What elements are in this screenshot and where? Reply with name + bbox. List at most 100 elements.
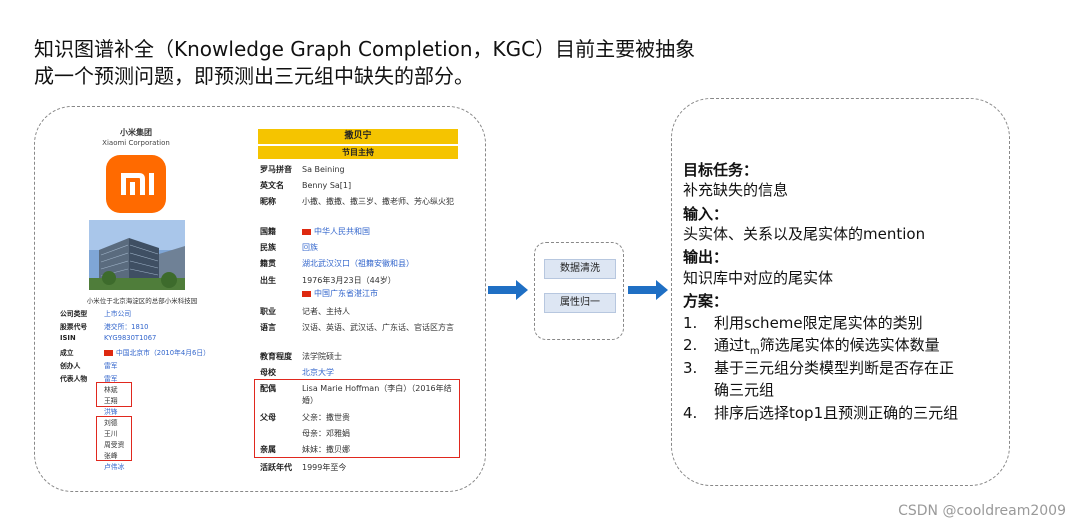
row-value: Benny Sa[1] <box>302 181 352 190</box>
person-name[interactable]: 周受资 <box>104 441 125 449</box>
row-label: 股票代号 <box>60 323 88 331</box>
xiaomi-subtitle: Xiaomi Corporation <box>102 139 170 147</box>
target-text: 补充缺失的信息 <box>683 181 789 199</box>
row-label: 民族 <box>260 243 276 252</box>
person-item: 周受资 <box>60 439 230 450</box>
plan-item-number: 4. <box>683 404 698 422</box>
right-arrow-icon <box>488 280 528 300</box>
row-value: 中国北京市（2010年4月6日） <box>104 347 210 357</box>
row-label: 公司类型 <box>60 310 88 318</box>
row-value[interactable]: 雷军 <box>104 362 118 370</box>
heading-line-2: 成一个预测问题，即预测出三元组中缺失的部分。 <box>34 64 474 88</box>
watermark: CSDN @cooldream2009 <box>898 503 1066 519</box>
row-label: 创办人 <box>60 362 81 370</box>
attribute-normalization-button[interactable]: 属性归一 <box>544 293 616 313</box>
sabeining-infobox: 撒贝宁 节目主持 罗马拼音 Sa Beining 英文名 Benny Sa[1]… <box>254 129 460 474</box>
row-value[interactable]: KYG9830T1067 <box>104 334 157 342</box>
output-text: 知识库中对应的尾实体 <box>683 269 834 287</box>
birthplace-link[interactable]: 中国广东省湛江市 <box>314 289 378 298</box>
xiaomi-row-isin: ISIN KYG9830T1067 <box>60 334 230 345</box>
person-name[interactable]: 卢伟冰 <box>104 463 125 471</box>
xiaomi-logo <box>106 155 166 213</box>
china-flag-icon <box>302 228 311 235</box>
xiaomi-row-type: 公司类型 上市公司 <box>60 308 230 319</box>
person-name[interactable]: 王川 <box>104 430 118 438</box>
task-panel <box>671 98 1010 486</box>
plan-item-text: 排序后选择top1且预测正确的三元组 <box>714 404 959 422</box>
data-cleaning-button[interactable]: 数据清洗 <box>544 259 616 279</box>
row-label: 亲属 <box>260 445 276 454</box>
row-label: 语言 <box>260 323 276 332</box>
row-label: 罗马拼音 <box>260 165 292 174</box>
person-name[interactable]: 张峰 <box>104 452 118 460</box>
xiaomi-row-people: 代表人物 雷军 <box>60 373 230 384</box>
person-name[interactable]: 林斌 <box>104 386 118 394</box>
person-name[interactable]: 王翔 <box>104 397 118 405</box>
person-item: 王川 <box>60 428 230 439</box>
right-arrow-icon <box>628 280 668 300</box>
row-value: 小撒、撒撒、撒三岁、撒老师、芳心纵火犯 <box>302 197 454 206</box>
founded-text[interactable]: 中国北京市（2010年4月6日） <box>116 349 210 357</box>
plan-item-post: 筛选尾实体的候选实体数量 <box>759 336 940 354</box>
plan-item-number: 3. <box>683 359 698 377</box>
sabeining-role: 节目主持 <box>258 146 458 159</box>
heading-line-1: 知识图谱补全（Knowledge Graph Completion，KGC）目前… <box>34 37 696 61</box>
china-flag-icon <box>302 290 311 297</box>
row-value: Sa Beining <box>302 165 345 174</box>
row-value[interactable]: 港交所：1810 <box>104 323 149 331</box>
target-title: 目标任务： <box>683 161 759 179</box>
row-value[interactable]: 北京大学 <box>302 368 334 377</box>
input-title: 输入： <box>683 205 729 223</box>
xiaomi-row-founder: 创办人 雷军 <box>60 360 230 371</box>
row-value[interactable]: 雷军 <box>104 375 118 383</box>
highlight-box <box>96 382 132 407</box>
headquarters-photo <box>89 220 185 290</box>
example-panel <box>34 106 486 492</box>
row-label: 籍贯 <box>260 259 276 268</box>
row-value[interactable]: 湖北武汉汉口（祖籍安徽和县） <box>302 259 414 268</box>
output-title: 输出： <box>683 248 729 266</box>
row-label: 英文名 <box>260 181 284 190</box>
xiaomi-title: 小米集团 <box>120 128 152 137</box>
person-item: 张峰 <box>60 450 230 461</box>
plan-item-text: 通过tm筛选尾实体的候选实体数量 <box>714 335 940 362</box>
row-label: 教育程度 <box>260 352 292 361</box>
person-item: 王翔 <box>60 395 230 406</box>
plan-item-text-cont: 确三元组 <box>714 381 775 399</box>
row-value[interactable]: 回族 <box>302 243 318 252</box>
person-name[interactable]: 刘德 <box>104 419 118 427</box>
row-label: 出生 <box>260 276 276 285</box>
birthplace-value: 中国广东省湛江市 <box>302 288 458 300</box>
plan-item-subscript: m <box>749 346 760 357</box>
person-item: 刘德 <box>60 417 230 428</box>
row-value: 1999年至今 <box>302 463 347 472</box>
row-label: 昵称 <box>260 197 276 206</box>
row-value: 妹妹：撒贝娜 <box>302 445 350 454</box>
row-label: 父母 <box>260 413 276 422</box>
row-value: 中华人民共和国 <box>302 226 458 238</box>
person-item: 林斌 <box>60 384 230 395</box>
person-item: 洪锋 <box>60 406 230 417</box>
row-label: 成立 <box>60 349 74 357</box>
highlight-box <box>254 379 460 458</box>
input-text: 头实体、关系以及尾实体的mention <box>683 225 926 243</box>
row-value: 法学院硕士 <box>302 352 342 361</box>
row-value: 1976年3月23日（44岁） <box>302 276 396 285</box>
row-label: 母校 <box>260 368 276 377</box>
row-value: 母亲：邓雅娟 <box>302 429 350 438</box>
plan-title: 方案： <box>683 292 729 310</box>
plan-item-number: 1. <box>683 314 698 332</box>
nationality-link[interactable]: 中华人民共和国 <box>314 227 370 236</box>
plan-item-number: 2. <box>683 336 698 354</box>
row-label: 代表人物 <box>60 375 88 383</box>
row-label: 活跃年代 <box>260 463 292 472</box>
person-item: 卢伟冰 <box>60 461 230 472</box>
china-flag-icon <box>104 350 113 356</box>
xiaomi-row-stock: 股票代号 港交所：1810 <box>60 321 230 332</box>
plan-item-pre: 通过t <box>714 336 750 354</box>
plan-item-text: 基于三元组分类模型判断是否存在正 <box>714 359 955 377</box>
person-name[interactable]: 洪锋 <box>104 408 118 416</box>
row-value: 记者、主持人 <box>302 307 350 316</box>
row-value: 汉语、英语、武汉话、广东话、官话区方言 <box>302 323 454 332</box>
row-value[interactable]: 上市公司 <box>104 310 132 318</box>
